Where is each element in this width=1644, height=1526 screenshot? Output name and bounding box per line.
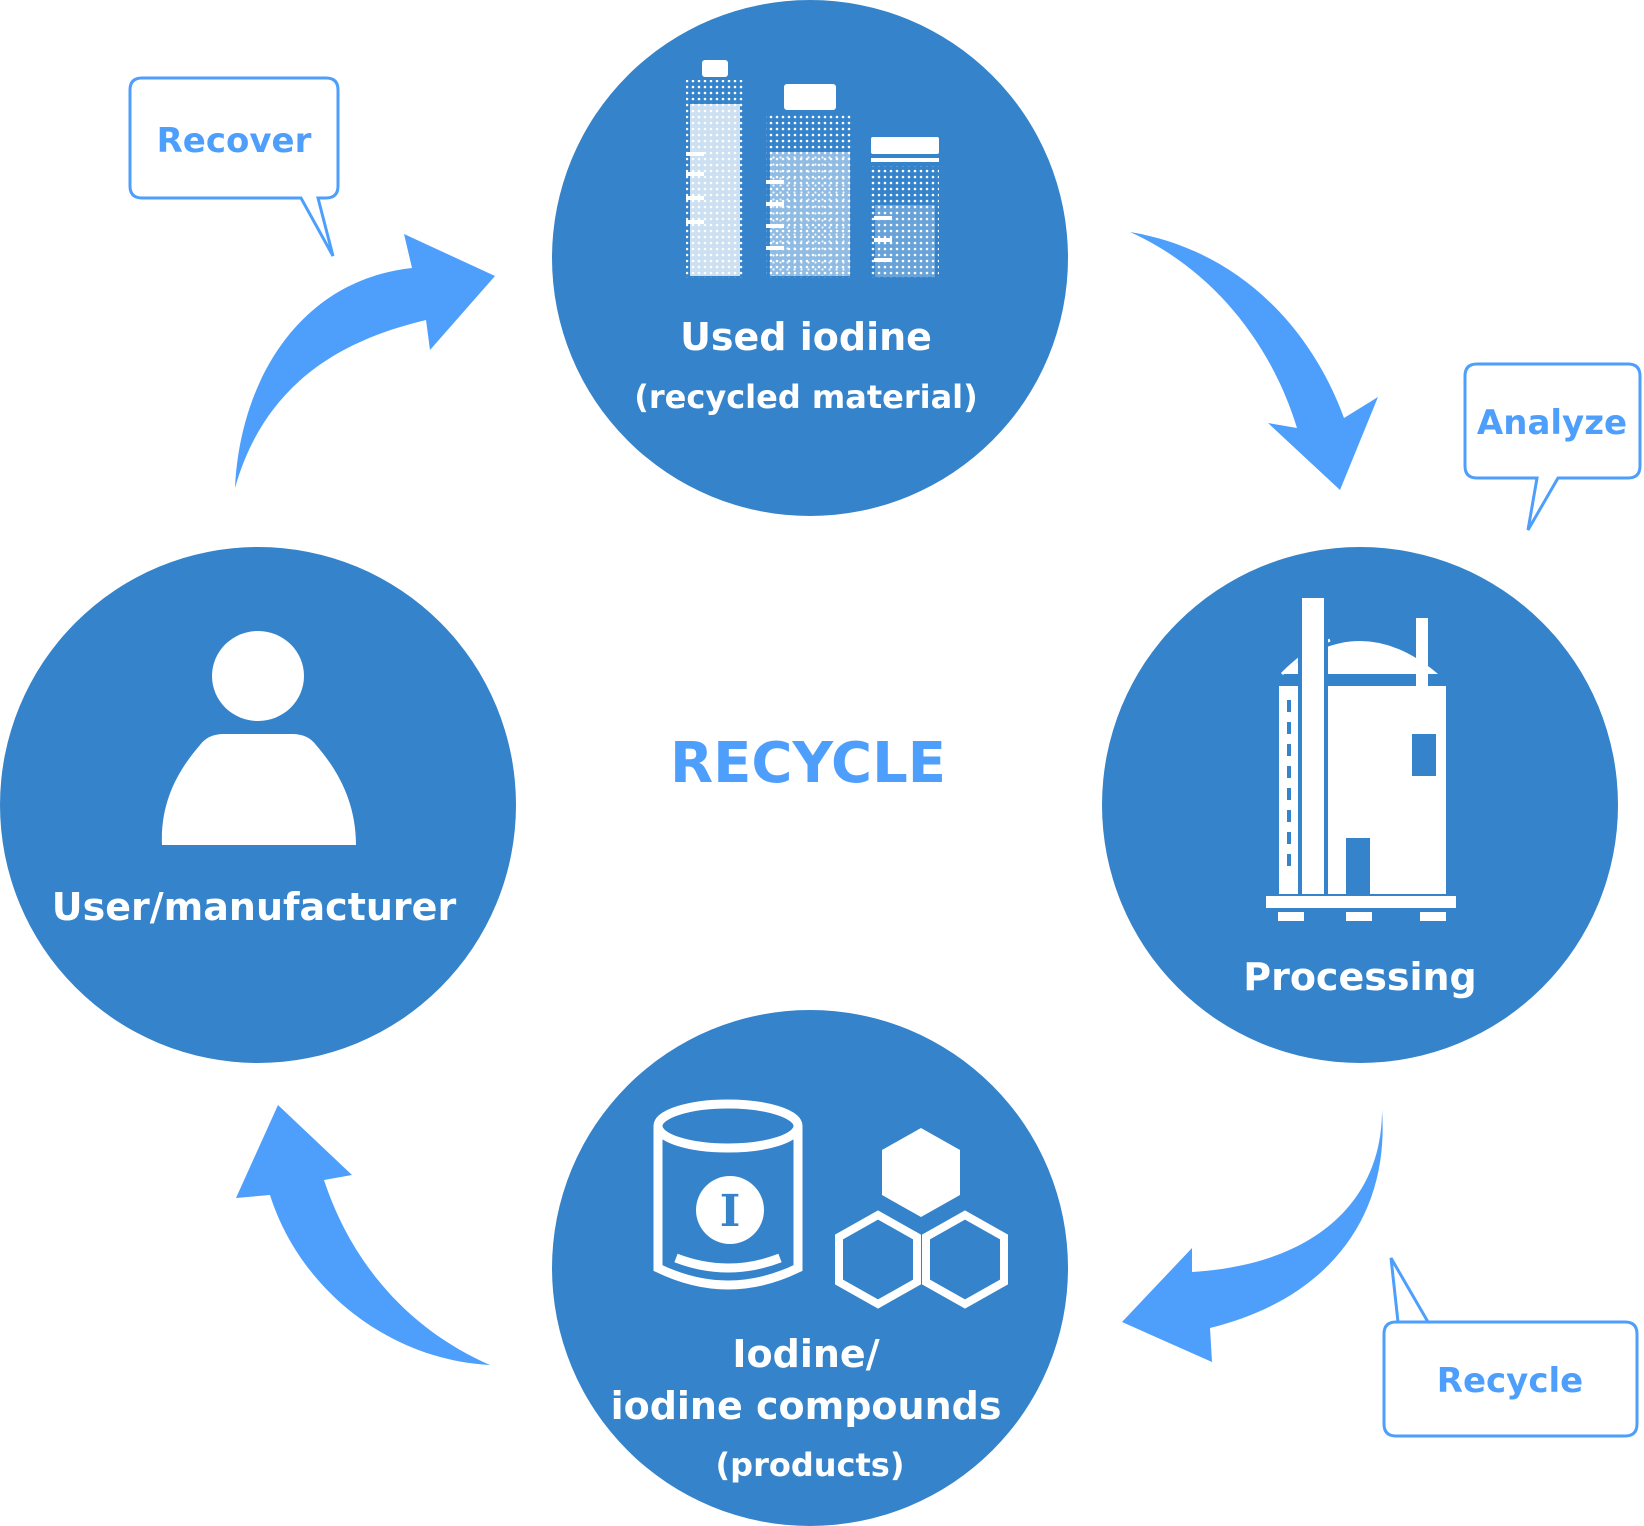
callout-recover: Recover <box>128 76 340 257</box>
iodine-symbol-badge <box>696 1176 764 1244</box>
callout-analyze: Analyze <box>1463 362 1642 531</box>
arrow-processing-to-products <box>1122 1110 1383 1362</box>
used-iodine-title: Used iodine <box>680 315 932 359</box>
iodine-can-icon <box>653 1099 803 1290</box>
iodine-symbol: I <box>720 1186 741 1237</box>
arrow-user-to-used <box>235 234 495 488</box>
callout-recycle: Recycle <box>1382 1257 1639 1438</box>
arrow-used-to-processing <box>1130 232 1378 490</box>
hexagons-icon <box>835 1128 1008 1309</box>
callout-analyze-label: Analyze <box>1477 403 1627 443</box>
user-title: User/manufacturer <box>52 885 457 929</box>
factory-icon <box>1266 598 1456 921</box>
products-line1: Iodine/ <box>732 1332 879 1376</box>
callout-recycle-label: Recycle <box>1437 1361 1583 1401</box>
processing-title: Processing <box>1243 955 1477 999</box>
bottles-icon <box>686 60 939 278</box>
person-icon <box>161 631 356 845</box>
arrow-products-to-user <box>236 1105 490 1365</box>
products-line2: iodine compounds <box>611 1384 1002 1428</box>
center-label: RECYCLE <box>670 731 946 796</box>
products-subtitle: (products) <box>716 1446 905 1484</box>
callout-recover-label: Recover <box>157 121 312 161</box>
used-iodine-subtitle: (recycled material) <box>634 378 978 416</box>
